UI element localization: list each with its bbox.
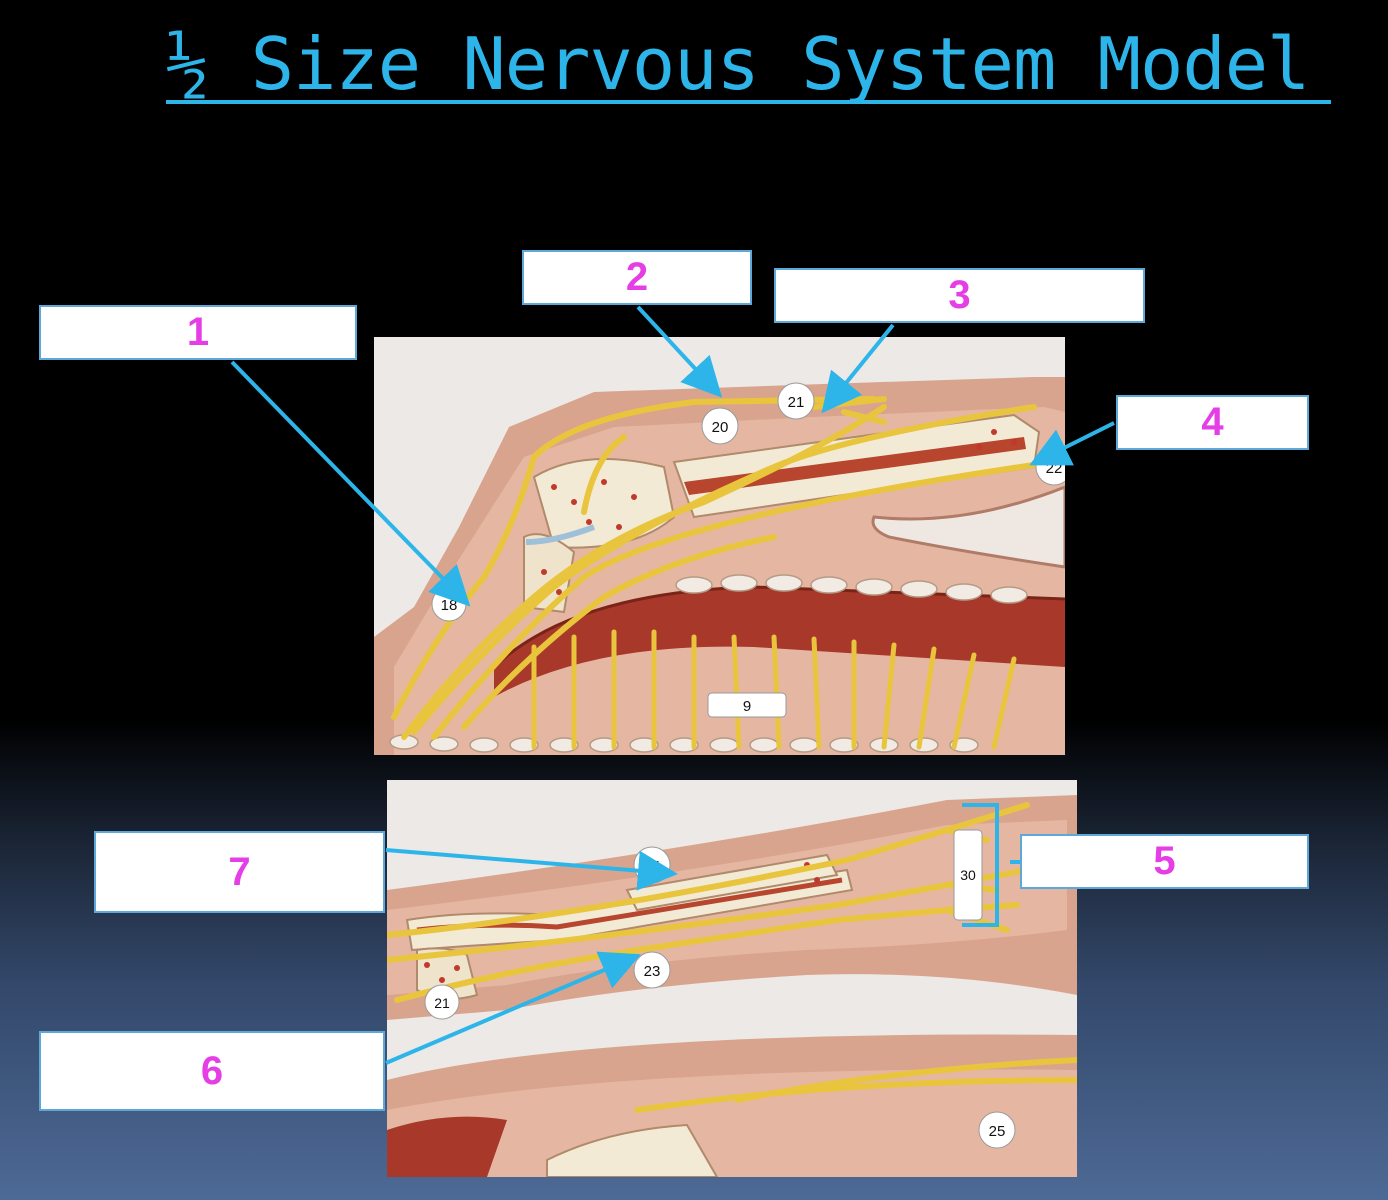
model-photo-forearm: 24 30 23 21 25 xyxy=(387,780,1077,1177)
label-number-3: 3 xyxy=(948,273,971,317)
label-number-6: 6 xyxy=(200,1048,224,1093)
label-number-2: 2 xyxy=(625,255,649,299)
tag-18: 18 xyxy=(441,597,458,614)
tag-22: 22 xyxy=(1046,460,1063,477)
tag-21: 21 xyxy=(788,394,805,411)
label-box-1[interactable]: 1 xyxy=(39,305,357,360)
tag-23: 23 xyxy=(644,963,661,980)
label-number-4: 4 xyxy=(1201,400,1224,444)
label-box-5[interactable]: 5 xyxy=(1020,834,1309,889)
label-box-4[interactable]: 4 xyxy=(1116,395,1309,450)
page-title: ½ Size Nervous System Model xyxy=(166,22,1310,106)
title-underline xyxy=(166,100,1331,104)
label-box-7[interactable]: 7 xyxy=(94,831,385,913)
tag-30: 30 xyxy=(960,867,976,883)
label-box-2[interactable]: 2 xyxy=(522,250,752,305)
shoulder-illustration: 18 20 21 22 9 xyxy=(374,337,1065,755)
tag-20: 20 xyxy=(712,419,729,436)
label-box-6[interactable]: 6 xyxy=(39,1031,385,1111)
forearm-illustration: 24 30 23 21 25 xyxy=(387,780,1077,1177)
tag-21-forearm: 21 xyxy=(434,995,450,1011)
tag-25: 25 xyxy=(989,1123,1006,1140)
model-photo-shoulder: 18 20 21 22 9 xyxy=(374,337,1065,755)
tag-24: 24 xyxy=(644,858,661,875)
tag-9: 9 xyxy=(743,698,751,715)
label-box-3[interactable]: 3 xyxy=(774,268,1145,323)
label-number-1: 1 xyxy=(186,310,210,354)
label-number-5: 5 xyxy=(1153,839,1176,883)
label-number-7: 7 xyxy=(228,849,251,894)
